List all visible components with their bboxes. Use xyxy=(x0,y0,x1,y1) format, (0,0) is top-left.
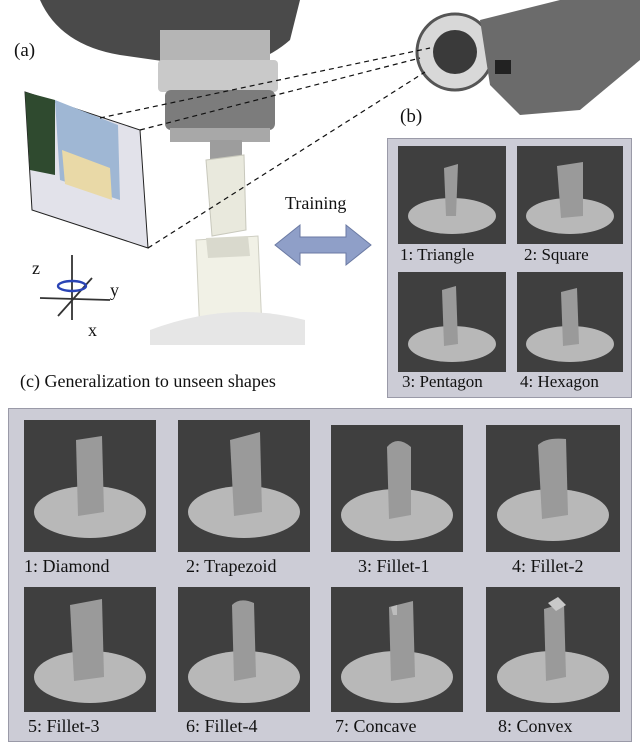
training-arrow xyxy=(274,223,372,267)
robot-wrist xyxy=(158,60,278,92)
shape-tile-convex xyxy=(486,587,620,712)
unseen-shape-label: 4: Fillet-2 xyxy=(512,556,584,576)
held-peg xyxy=(205,154,247,237)
shape-tile-pentagon xyxy=(398,272,506,372)
shape-tile-diamond xyxy=(24,420,156,552)
training-shape-label: 1: Triangle xyxy=(400,245,475,264)
panel-b-label: (b) xyxy=(400,106,423,127)
unseen-shape-label: 5: Fillet-3 xyxy=(28,716,100,736)
shape-tile-concave xyxy=(331,587,463,712)
unseen-shape-label: 7: Concave xyxy=(335,716,417,736)
unseen-shape-label: 2: Trapezoid xyxy=(186,556,277,576)
shape-tile-square xyxy=(517,146,623,244)
unseen-shape-label: 3: Fillet-1 xyxy=(358,556,430,576)
training-shape-label: 4: Hexagon xyxy=(520,372,599,391)
training-label: Training xyxy=(285,193,347,213)
shape-tile-hexagon xyxy=(517,272,623,372)
unseen-shape-label: 1: Diamond xyxy=(24,556,110,576)
sensor-mount xyxy=(480,0,640,115)
shape-tile-triangle xyxy=(398,146,506,244)
shape-tile-fillet-1 xyxy=(331,425,463,552)
axis-x-label: x xyxy=(88,320,97,340)
unseen-shape-label: 6: Fillet-4 xyxy=(186,716,258,736)
zoom-lines xyxy=(99,47,431,249)
base-plate xyxy=(150,312,305,345)
panel-c-title: (c) Generalization to unseen shapes xyxy=(20,371,276,391)
shape-tile-fillet-2 xyxy=(486,425,620,552)
axes-icon xyxy=(39,255,111,320)
shape-tile-fillet-3 xyxy=(24,587,156,712)
shape-tile-trapezoid xyxy=(178,420,310,552)
axis-z-label: z xyxy=(32,258,40,278)
shape-tile-fillet-4 xyxy=(178,587,310,712)
robot-photo xyxy=(24,0,640,345)
axis-y-label: y xyxy=(110,280,119,300)
training-shape-label: 3: Pentagon xyxy=(402,372,483,391)
training-shape-label: 2: Square xyxy=(524,245,589,264)
unseen-shape-label: 8: Convex xyxy=(498,716,573,736)
panel-a-label: (a) xyxy=(14,40,36,61)
